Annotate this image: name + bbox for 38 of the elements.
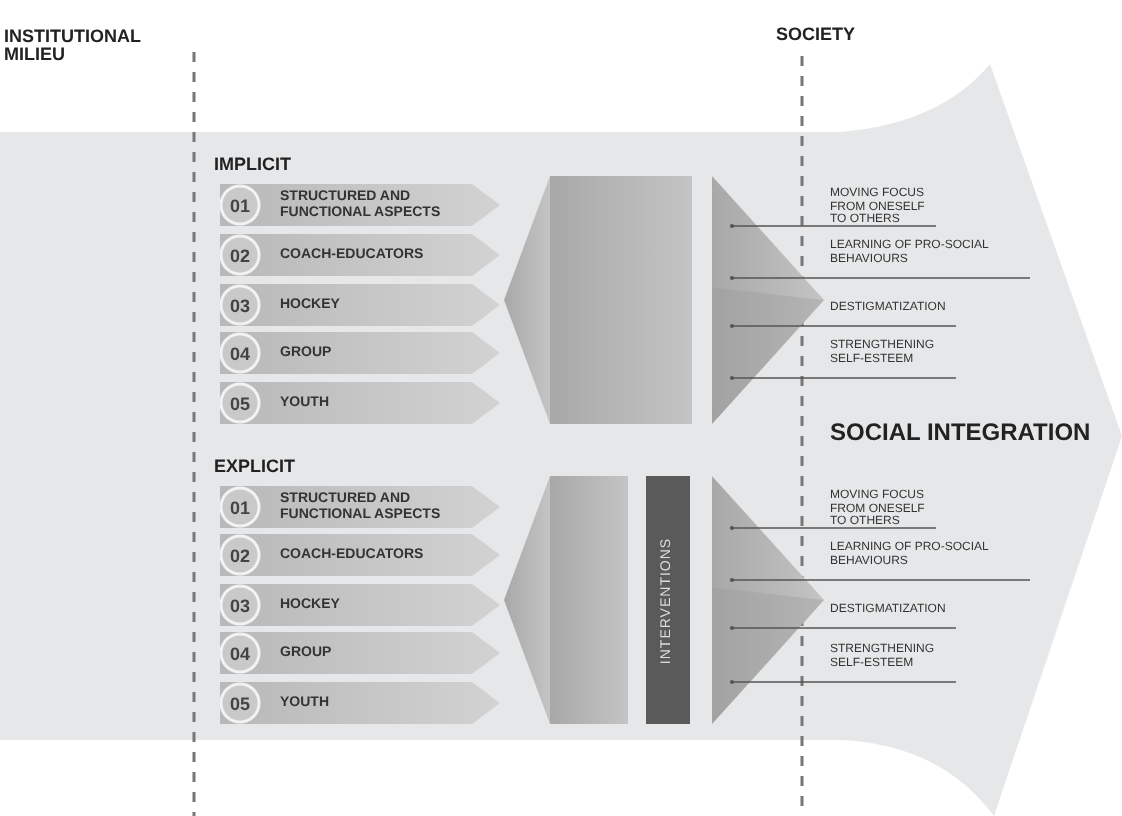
category-bar bbox=[220, 332, 500, 374]
section-heading: SOCIAL INTEGRATION bbox=[830, 420, 1093, 444]
outcome-triangle bbox=[712, 476, 824, 724]
leader-line bbox=[729, 577, 1031, 583]
funnel-block bbox=[550, 476, 628, 724]
step-number: 04 bbox=[227, 643, 252, 663]
leader-line bbox=[729, 525, 937, 531]
category-bar bbox=[220, 632, 500, 674]
category-bar bbox=[220, 534, 500, 576]
step-number: 03 bbox=[227, 295, 252, 315]
section-heading: INSTITUTIONAL MILIEU bbox=[4, 28, 143, 64]
category-bar bbox=[220, 584, 500, 626]
interventions-bar bbox=[646, 476, 690, 724]
category-bar bbox=[220, 382, 500, 424]
leader-line bbox=[729, 323, 957, 329]
step-number: 04 bbox=[227, 343, 252, 363]
step-number: 05 bbox=[227, 393, 252, 413]
category-bar bbox=[220, 234, 500, 276]
step-number: 01 bbox=[227, 497, 252, 517]
step-number: 03 bbox=[227, 595, 252, 615]
step-number: 05 bbox=[227, 693, 252, 713]
leader-line bbox=[729, 375, 957, 381]
converging-taper bbox=[504, 476, 550, 724]
section-heading: IMPLICIT bbox=[214, 156, 293, 174]
leader-line bbox=[729, 275, 1031, 281]
outcome-triangle bbox=[712, 176, 824, 424]
step-number: 02 bbox=[227, 245, 252, 265]
leader-line bbox=[729, 223, 937, 229]
category-bar bbox=[220, 486, 500, 528]
section-heading: SOCIETY bbox=[776, 26, 858, 44]
section-heading: EXPLICIT bbox=[214, 458, 298, 476]
category-bar bbox=[220, 284, 500, 326]
category-bar bbox=[220, 682, 500, 724]
step-number: 02 bbox=[227, 545, 252, 565]
category-bar bbox=[220, 184, 500, 226]
leader-line bbox=[729, 625, 957, 631]
step-number: 01 bbox=[227, 195, 252, 215]
leader-line bbox=[729, 679, 957, 685]
